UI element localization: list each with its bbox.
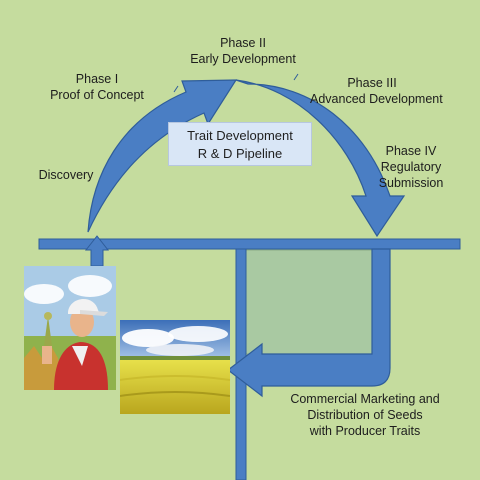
arc-tick	[173, 85, 179, 93]
arc-arrow-right	[235, 79, 406, 238]
return-arrow	[227, 248, 391, 398]
canola-field-photo	[120, 320, 230, 414]
label-commercial: Commercial Marketing and Distribution of…	[290, 392, 440, 438]
label-phase3: Phase III Advanced Development	[310, 76, 443, 106]
label-phase1: Phase I Proof of Concept	[50, 72, 144, 102]
label-discovery: Discovery	[38, 168, 94, 182]
label-phase2: Phase II Early Development	[190, 36, 296, 66]
arc-tick	[293, 73, 299, 81]
pipeline-title-box: Trait Development R & D Pipeline	[168, 122, 312, 166]
label-phase4: Phase IV Regulatory Submission	[378, 144, 444, 190]
up-arrow	[84, 235, 110, 267]
farmer-clipart-icon	[24, 266, 116, 390]
commercial-field-box	[245, 249, 375, 355]
horizontal-bar	[38, 238, 461, 250]
